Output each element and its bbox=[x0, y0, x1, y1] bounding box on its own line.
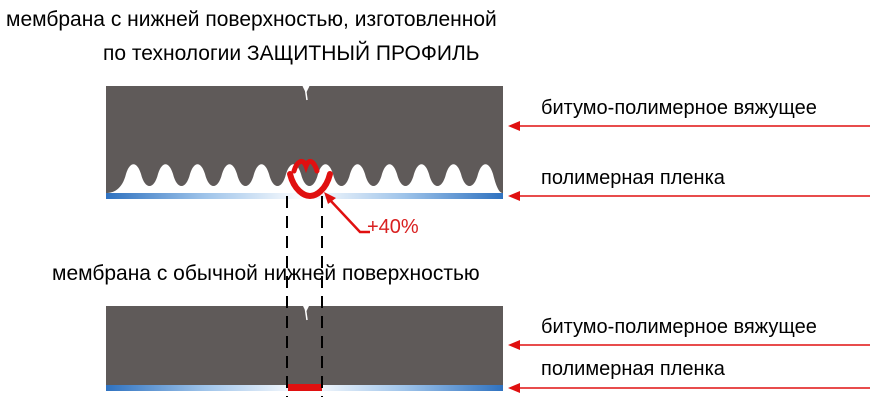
arrowhead-top-binder bbox=[508, 121, 520, 131]
arrowhead-bottom-film bbox=[508, 383, 520, 393]
top-title-line2: по технологии ЗАЩИТНЫЙ ПРОФИЛЬ bbox=[103, 42, 480, 65]
top-film-label: полимерная пленка bbox=[541, 167, 725, 189]
bottom-red-segment bbox=[288, 384, 322, 391]
bottom-binder-label: битумо-полимерное вяжущее bbox=[541, 316, 817, 338]
top-break-line bbox=[304, 85, 308, 101]
bottom-break-line bbox=[304, 305, 308, 321]
increase-leader-line bbox=[329, 199, 370, 234]
top-membrane bbox=[106, 85, 503, 200]
arrowhead-bottom-binder bbox=[508, 340, 520, 350]
bottom-title: мембрана с обычной нижней поверхностью bbox=[52, 262, 480, 285]
top-title-line1: мембрана с нижней поверхностью, изготовл… bbox=[6, 8, 497, 31]
top-binder-body bbox=[106, 86, 503, 193]
top-red-groove bbox=[287, 171, 333, 200]
bottom-membrane bbox=[106, 305, 503, 391]
increase-leader-arrowhead bbox=[324, 192, 336, 204]
label-arrows bbox=[508, 121, 870, 393]
bottom-binder-body bbox=[106, 306, 503, 385]
bottom-film-label: полимерная пленка bbox=[541, 358, 725, 380]
arrowhead-top-film bbox=[508, 191, 520, 201]
increase-label: +40% bbox=[367, 216, 419, 238]
top-binder-label: битумо-полимерное вяжущее bbox=[541, 97, 817, 119]
top-red-groove-inner bbox=[291, 158, 320, 174]
